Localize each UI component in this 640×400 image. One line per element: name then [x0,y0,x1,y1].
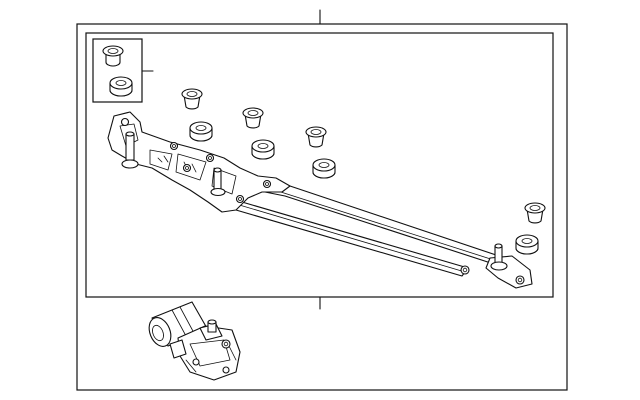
bushing-cup-2 [242,107,264,129]
mount-hole [262,179,272,189]
mount-hole [235,194,245,204]
left-pivot [120,117,139,169]
bushing-cup-3 [305,126,327,148]
bushing-grommet-3 [312,158,336,179]
bushing-cup-1 [181,88,203,110]
mount-hole [169,141,179,151]
mount-hole [205,153,215,163]
center-pivot [210,167,226,197]
outer-frame [76,23,568,391]
wiper-motor [148,301,241,381]
bushing-grommet-4 [515,234,539,255]
wiper-linkage [107,111,533,289]
bushing-grommet-2 [251,139,275,160]
bushing-grommet-1 [189,121,213,142]
bushing-detail-upper [102,45,124,67]
mount-hole [182,163,192,173]
bushing-cup-4 [524,202,546,224]
right-pivot [460,243,533,289]
bushing-detail-lower [109,76,133,97]
